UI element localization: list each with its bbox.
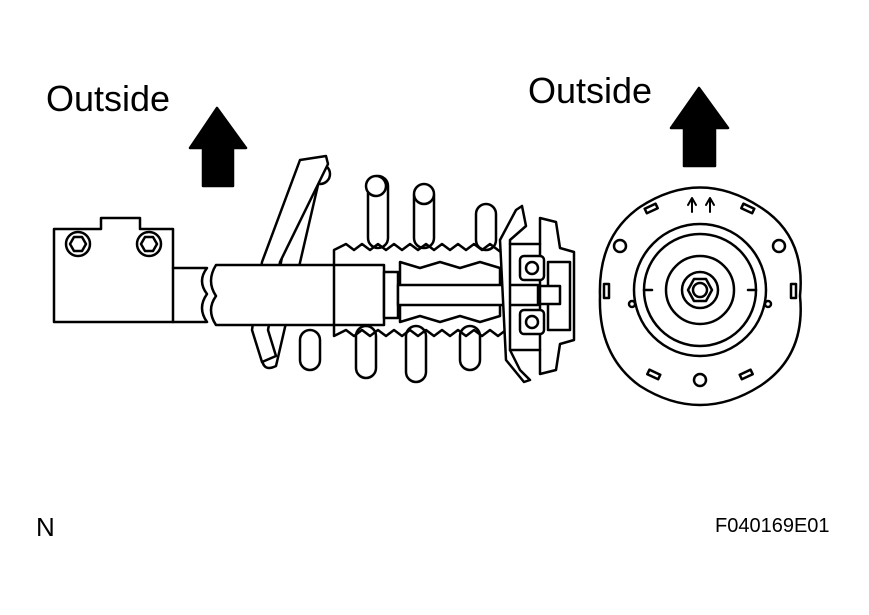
view-marker-label: N	[36, 512, 55, 542]
shock-absorber-body	[209, 263, 400, 327]
coil-spring	[260, 162, 498, 384]
knuckle-bracket	[52, 216, 209, 324]
outside-label-right: Outside	[528, 70, 653, 111]
suspension-support-top-view	[598, 186, 802, 407]
piston-rod	[396, 283, 540, 307]
arrow-up-icon	[669, 86, 730, 168]
figure-code-label: F040169E01	[715, 515, 830, 537]
upper-support-side	[498, 204, 576, 384]
outside-label-left: Outside	[46, 78, 171, 119]
arrow-up-icon	[188, 106, 248, 188]
